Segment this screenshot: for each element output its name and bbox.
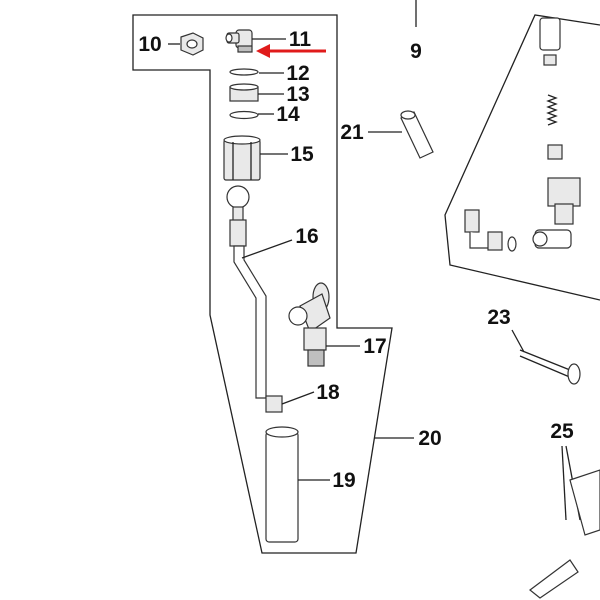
callout-15: 15 xyxy=(290,143,314,166)
part-14-washer xyxy=(229,110,259,120)
callout-20: 20 xyxy=(418,427,441,450)
part-25-partial xyxy=(529,445,600,599)
assembly-20-outline xyxy=(132,14,393,554)
part-12-o-ring xyxy=(229,68,259,76)
part-16-ball-tube xyxy=(226,185,267,399)
callout-12: 12 xyxy=(286,62,309,85)
callout-10: 10 xyxy=(138,33,161,56)
part-23-partial xyxy=(519,349,581,385)
highlight-arrow xyxy=(256,44,326,58)
callout-21: 21 xyxy=(340,121,364,144)
part-15-coupling-nut xyxy=(223,135,261,181)
callout-18: 18 xyxy=(316,381,340,404)
part-18-ferrule xyxy=(265,395,283,413)
assembly-9-parts xyxy=(464,17,581,252)
leader-lines xyxy=(168,0,525,481)
callout-14: 14 xyxy=(276,103,300,126)
callout-16: 16 xyxy=(295,225,318,248)
callout-19: 19 xyxy=(332,469,355,492)
part-11-elbow-fitting xyxy=(225,29,253,53)
callout-23: 23 xyxy=(487,306,510,329)
callout-11: 11 xyxy=(289,28,312,51)
callout-13: 13 xyxy=(286,83,309,106)
part-19-cylinder xyxy=(265,426,299,543)
callout-25: 25 xyxy=(550,420,574,443)
part-17-valve-fitting xyxy=(288,282,331,367)
part-10-hex-nut xyxy=(180,32,204,56)
callout-9: 9 xyxy=(410,40,422,63)
assembly-9-outline xyxy=(444,14,600,301)
part-13-sleeve xyxy=(229,83,259,102)
part-21-pin xyxy=(400,110,434,159)
callout-17: 17 xyxy=(363,335,386,358)
